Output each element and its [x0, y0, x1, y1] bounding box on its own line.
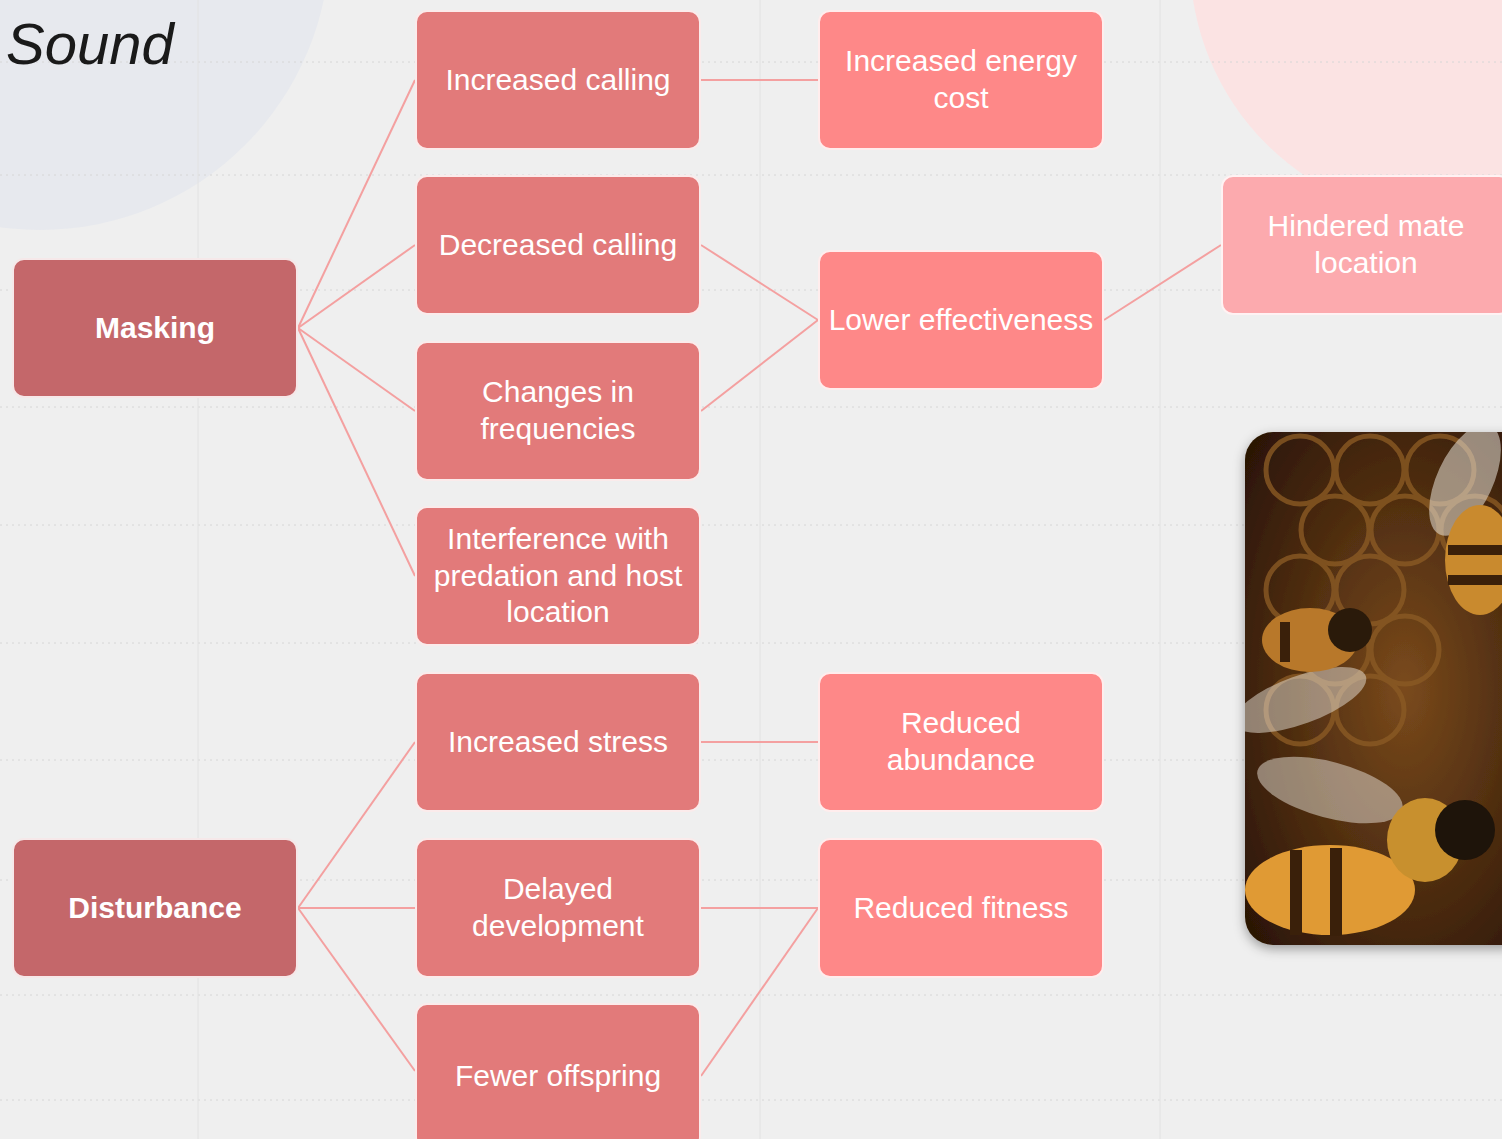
root-box: Disturbance — [12, 838, 298, 978]
process-box: Increased energy cost — [818, 10, 1104, 150]
process-box: Reduced fitness — [818, 838, 1104, 978]
connector-line — [701, 908, 818, 1076]
box-label: Disturbance — [68, 890, 241, 927]
connector-line — [701, 741, 818, 743]
box-label: Decreased calling — [439, 227, 677, 264]
connector-line — [1104, 245, 1221, 320]
process-box: Fewer offspring — [415, 1003, 701, 1139]
box-label: Increased stress — [448, 724, 668, 761]
connector-line — [701, 79, 818, 81]
process-box: Interference with predation and host loc… — [415, 506, 701, 646]
connector-line — [298, 328, 415, 411]
process-box: Increased calling — [415, 10, 701, 150]
connector-line — [298, 908, 415, 1071]
process-box: Hindered mate location — [1221, 175, 1502, 315]
process-box: Increased stress — [415, 672, 701, 812]
box-label: Reduced fitness — [853, 890, 1068, 927]
box-label: Delayed development — [425, 871, 691, 944]
connector-line — [701, 907, 818, 909]
box-label: Interference with predation and host loc… — [425, 521, 691, 631]
connector-line — [298, 80, 415, 328]
process-box: Changes in frequencies — [415, 341, 701, 481]
process-box: Decreased calling — [415, 175, 701, 315]
root-box: Masking — [12, 258, 298, 398]
connector-line — [298, 907, 415, 909]
grid-lines — [198, 0, 1160, 1139]
box-label: Reduced abundance — [828, 705, 1094, 778]
connector-line — [298, 742, 415, 908]
process-box: Reduced abundance — [818, 672, 1104, 812]
process-box: Lower effectiveness — [818, 250, 1104, 390]
box-label: Masking — [95, 310, 215, 347]
process-box: Delayed development — [415, 838, 701, 978]
box-label: Fewer offspring — [455, 1058, 661, 1095]
diagram-title: Sound — [6, 12, 174, 76]
deco-circle — [0, 0, 330, 230]
box-label: Hindered mate location — [1231, 208, 1501, 281]
box-label: Increased calling — [445, 62, 670, 99]
box-label: Lower effectiveness — [829, 302, 1094, 339]
connector-line — [701, 320, 818, 411]
connector-line — [298, 328, 415, 576]
connector-line — [701, 245, 818, 320]
box-label: Increased energy cost — [828, 43, 1094, 116]
box-label: Changes in frequencies — [425, 374, 691, 447]
connector-line — [298, 245, 415, 328]
bee-illustration — [1245, 432, 1502, 936]
